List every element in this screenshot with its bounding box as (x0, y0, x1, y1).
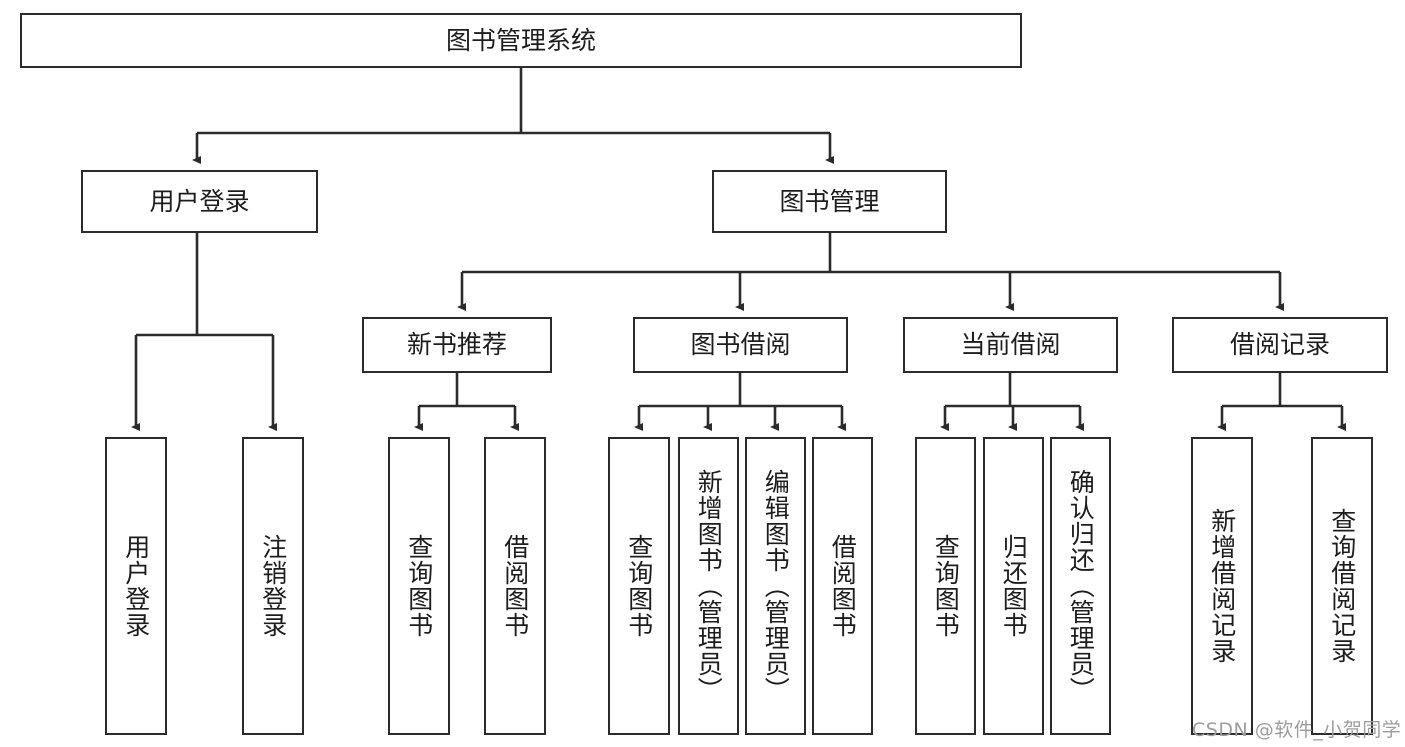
leaf-query-book-borrow: 查询图书 (608, 437, 670, 735)
leaf-query-book-current: 查询图书 (915, 437, 976, 735)
leaf-add-book-label: 新增图书（管理员） (694, 469, 724, 703)
leaf-borrow-book-recommend-label: 借阅图书 (500, 534, 530, 638)
node-borrow-record-label: 借阅记录 (1229, 330, 1330, 359)
node-user-login: 用户登录 (81, 170, 318, 233)
node-current-borrow: 当前借阅 (903, 317, 1118, 373)
leaf-query-book-recommend: 查询图书 (388, 437, 450, 735)
node-current-borrow-label: 当前借阅 (960, 330, 1061, 359)
leaf-query-book-borrow-label: 查询图书 (624, 534, 654, 638)
node-new-book-recommend-label: 新书推荐 (406, 330, 507, 359)
leaf-query-book-recommend-label: 查询图书 (404, 534, 434, 638)
node-borrow-record: 借阅记录 (1172, 317, 1388, 373)
leaf-add-book: 新增图书（管理员） (678, 437, 739, 735)
leaf-add-borrow-record-label: 新增借阅记录 (1207, 508, 1237, 664)
node-book-borrow-label: 图书借阅 (690, 330, 791, 359)
leaf-query-borrow-record: 查询借阅记录 (1311, 437, 1373, 735)
node-user-login-label: 用户登录 (149, 186, 250, 216)
leaf-logout-label: 注销登录 (258, 534, 288, 638)
leaf-borrow-book: 借阅图书 (812, 437, 873, 735)
leaf-borrow-book-label: 借阅图书 (828, 534, 858, 638)
leaf-query-book-current-label: 查询图书 (931, 534, 961, 638)
node-book-borrow: 图书借阅 (633, 317, 848, 373)
node-book-manage: 图书管理 (712, 170, 947, 233)
leaf-edit-book: 编辑图书（管理员） (745, 437, 806, 735)
node-book-manage-label: 图书管理 (779, 186, 880, 216)
watermark: CSDN @软件_小贺同学 (1192, 719, 1402, 741)
node-new-book-recommend: 新书推荐 (362, 317, 552, 373)
leaf-borrow-book-recommend: 借阅图书 (484, 437, 546, 735)
leaf-query-borrow-record-label: 查询借阅记录 (1327, 508, 1357, 664)
node-root: 图书管理系统 (20, 13, 1022, 68)
node-root-label: 图书管理系统 (445, 25, 596, 55)
leaf-edit-book-label: 编辑图书（管理员） (761, 469, 791, 703)
leaf-return-book-label: 归还图书 (999, 534, 1029, 638)
leaf-user-login-label: 用户登录 (121, 534, 151, 638)
leaf-return-book: 归还图书 (983, 437, 1044, 735)
leaf-user-login: 用户登录 (105, 437, 167, 735)
leaf-logout: 注销登录 (242, 437, 304, 735)
leaf-confirm-return-label: 确认归还（管理员） (1066, 469, 1096, 703)
leaf-confirm-return: 确认归还（管理员） (1050, 437, 1111, 735)
leaf-add-borrow-record: 新增借阅记录 (1191, 437, 1253, 735)
